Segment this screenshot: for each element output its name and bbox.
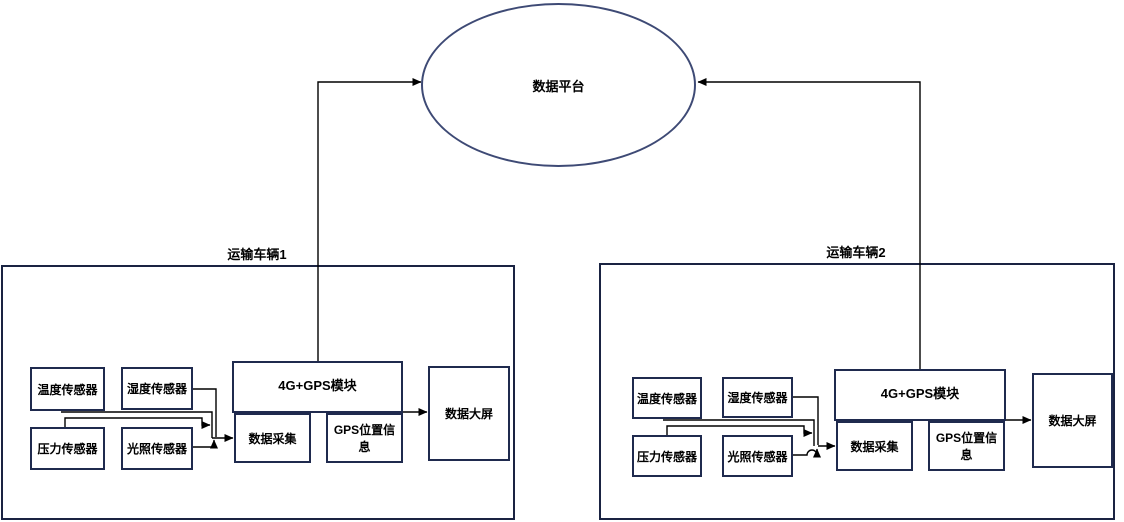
connector-vehicle1-to-platform <box>317 78 422 361</box>
vehicle2-4g-gps-module-box: 4G+GPS模块 <box>834 369 1006 421</box>
vehicle1-data-screen-box: 数据大屏 <box>428 366 510 461</box>
vehicle2-data-collect-label: 数据采集 <box>850 439 899 454</box>
data-platform-label: 数据平台 <box>532 78 585 94</box>
vehicle1-title: 运输车辆1 <box>227 247 287 262</box>
connector-v2-temperature <box>663 419 815 446</box>
connector-v2-humidity <box>793 396 819 445</box>
vehicle2-humidity-sensor-label: 湿度传感器 <box>727 391 788 405</box>
vehicle2-container-box <box>599 263 1115 520</box>
vehicle1-data-screen-label: 数据大屏 <box>444 407 493 421</box>
vehicle1-humidity-sensor-label: 湿度传感器 <box>126 382 187 396</box>
vehicle1-pressure-sensor-label: 压力传感器 <box>37 442 98 456</box>
vehicle2-title: 运输车辆2 <box>826 245 886 260</box>
connector-v1-temperature <box>61 411 213 438</box>
vehicle2-gps-info-label: GPS位置信息 <box>935 431 998 462</box>
vehicle1-data-collect-label: 数据采集 <box>248 431 297 446</box>
connector-v2-pressure <box>666 425 813 437</box>
vehicle2-pressure-sensor-box: 压力传感器 <box>632 435 702 477</box>
vehicle1-gps-info-label: GPS位置信息 <box>333 423 396 454</box>
vehicle1-data-collect-box: 数据采集 <box>234 413 311 463</box>
vehicle2-data-collect-box: 数据采集 <box>836 421 913 471</box>
vehicle2-humidity-sensor-box: 湿度传感器 <box>722 377 793 418</box>
vehicle2-data-screen-label: 数据大屏 <box>1048 414 1097 428</box>
connector-v2-light <box>793 448 821 458</box>
vehicle2-temperature-sensor-label: 温度传感器 <box>636 391 697 406</box>
vehicle2-temperature-sensor-box: 温度传感器 <box>632 377 702 419</box>
vehicle1-humidity-sensor-box: 湿度传感器 <box>121 367 193 410</box>
vehicle1-gps-info-box: GPS位置信息 <box>326 413 403 463</box>
vehicle2-4g-gps-module-label: 4G+GPS模块 <box>880 386 960 401</box>
vehicle1-light-sensor-box: 光照传感器 <box>121 427 193 470</box>
connector-vehicle2-to-platform <box>697 78 921 369</box>
connector-v1-pressure <box>64 417 211 429</box>
vehicle1-4g-gps-module-box: 4G+GPS模块 <box>232 361 403 413</box>
vehicle1-temperature-sensor-label: 温度传感器 <box>37 382 98 397</box>
vehicle2-pressure-sensor-label: 压力传感器 <box>636 449 697 464</box>
vehicle2-light-sensor-label: 光照传感器 <box>727 449 788 464</box>
vehicle1-temperature-sensor-box: 温度传感器 <box>30 367 105 411</box>
vehicle1-pressure-sensor-box: 压力传感器 <box>30 427 105 470</box>
vehicle2-light-sensor-box: 光照传感器 <box>722 435 793 477</box>
vehicle1-container-box <box>1 265 515 520</box>
connector-v1-humidity <box>193 388 217 437</box>
vehicle1-light-sensor-label: 光照传感器 <box>126 442 187 456</box>
data-platform-node: 数据平台 <box>421 3 696 167</box>
connector-v1-light <box>193 439 218 449</box>
vehicle1-4g-gps-module-label: 4G+GPS模块 <box>278 378 357 393</box>
vehicle2-gps-info-box: GPS位置信息 <box>928 421 1005 471</box>
vehicle2-data-screen-box: 数据大屏 <box>1032 373 1113 468</box>
